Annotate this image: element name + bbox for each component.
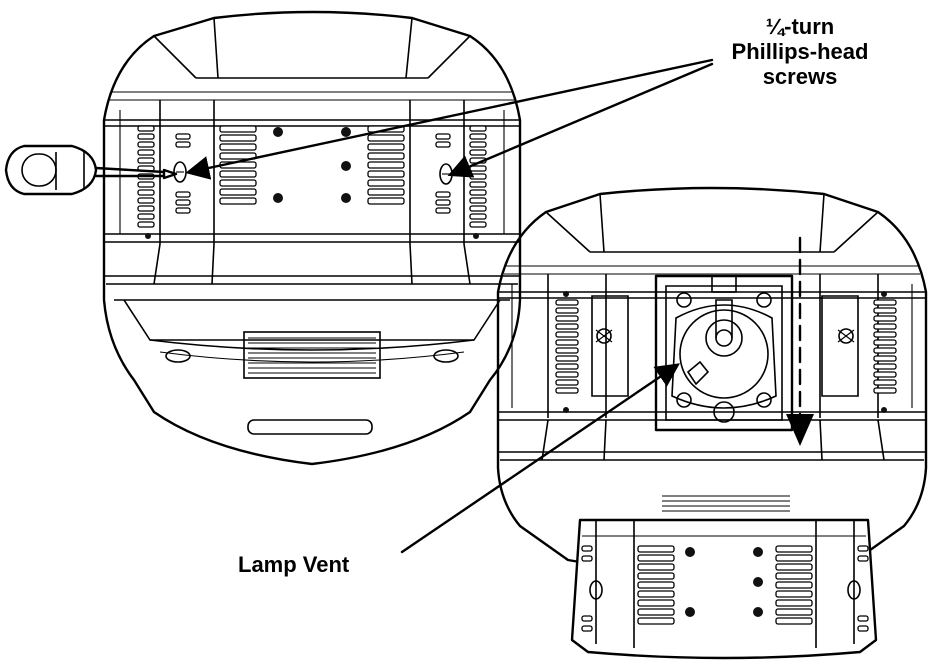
screws-label-line-2: Phillips-head — [731, 39, 869, 64]
screw-arrow-left — [185, 58, 714, 180]
dashed-down-arrow — [786, 236, 814, 446]
removed-cover — [570, 518, 878, 660]
screwdriver-icon — [4, 144, 178, 196]
cover-screw-right — [847, 580, 861, 600]
screws-label-line-1: ¼-turn — [765, 14, 835, 39]
lens-grille-open — [662, 495, 790, 512]
vent-open-left — [555, 299, 579, 394]
screw-right — [439, 163, 453, 185]
screws-label-line-3: screws — [762, 64, 838, 89]
callout-arrow — [185, 58, 714, 554]
screw-left — [173, 161, 187, 183]
vent-left-inner — [175, 133, 191, 214]
cover-vent-left — [637, 545, 675, 625]
cover-screw-left — [589, 580, 603, 600]
lens-grille — [248, 337, 376, 374]
screw-arrow-right — [447, 62, 714, 178]
latch-right — [837, 328, 855, 344]
cover-vent-right — [775, 545, 813, 625]
vent-center-right — [367, 125, 405, 205]
fixture-cover-closed — [102, 10, 522, 466]
fixture-cover-open — [496, 186, 928, 575]
lamp-socket — [671, 275, 777, 423]
vent-left-outer — [137, 125, 155, 228]
vent-arrow — [400, 363, 680, 554]
lamp-vent-label: Lamp Vent — [238, 552, 350, 577]
screws-label: ¼-turn Phillips-head screws — [705, 14, 895, 89]
vent-right-inner — [435, 133, 451, 214]
vent-center-left — [219, 125, 257, 205]
latch-left — [595, 328, 613, 344]
cover-vent-edges — [581, 545, 869, 632]
vent-right-outer — [469, 125, 487, 228]
vent-open-right — [873, 299, 897, 394]
